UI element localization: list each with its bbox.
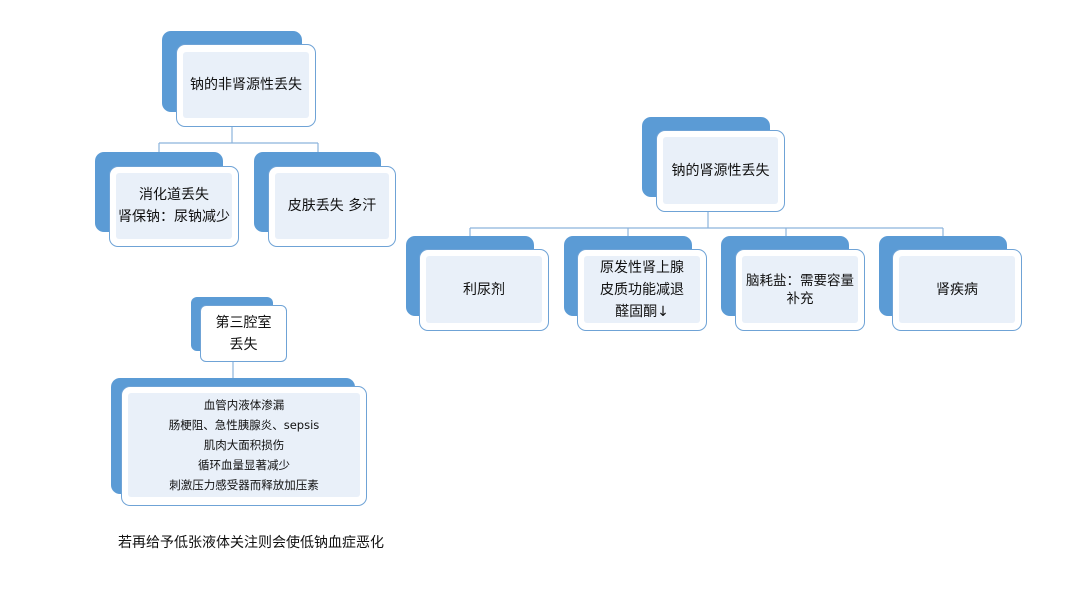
node-label: 皮肤丢失 多汗	[275, 173, 389, 239]
node-label: 钠的肾源性丢失	[663, 137, 778, 204]
detail-line: 循环血量显著减少	[198, 458, 290, 472]
node-text: 皮质功能减退	[600, 281, 684, 298]
node-text: 醛固酮↓	[615, 303, 669, 320]
warning-note: 若再给予低张液体关注则会使低钠血症恶化	[118, 535, 384, 551]
node-text: 第三腔室	[215, 314, 272, 331]
node-label: 血管内液体渗漏 肠梗阻、急性胰腺炎、sepsis 肌肉大面积损伤 循环血量显著减…	[128, 393, 360, 497]
node-text: 原发性肾上腺	[600, 259, 684, 276]
node-text: 利尿剂	[463, 281, 505, 298]
detail-line: 血管内液体渗漏	[203, 398, 285, 412]
node-label: 第三腔室 丢失	[204, 309, 283, 358]
node-text: 肾疾病	[936, 281, 978, 298]
node-label: 原发性肾上腺 皮质功能减退 醛固酮↓	[584, 256, 700, 323]
node-text: 丢失	[229, 336, 258, 353]
node-label: 消化道丢失 肾保钠：尿钠减少	[116, 173, 232, 239]
node-label: 钠的非肾源性丢失	[183, 52, 309, 118]
node-text: 补充	[786, 290, 814, 307]
node-text: 皮肤丢失 多汗	[287, 198, 377, 214]
detail-line: 肌肉大面积损伤	[203, 438, 285, 452]
detail-line: 刺激压力感受器而释放加压素	[169, 478, 319, 492]
node-text: 脑耗盐：需要容量	[746, 272, 854, 289]
node-text: 肾保钠：尿钠减少	[118, 209, 230, 225]
node-text: 钠的非肾源性丢失	[190, 77, 302, 93]
node-text: 消化道丢失	[139, 187, 209, 203]
detail-line: 肠梗阻、急性胰腺炎、sepsis	[168, 418, 320, 432]
node-label: 肾疾病	[899, 256, 1015, 323]
node-label: 利尿剂	[426, 256, 542, 323]
node-label: 脑耗盐：需要容量 补充	[742, 256, 858, 323]
node-text: 钠的肾源性丢失	[671, 162, 770, 179]
